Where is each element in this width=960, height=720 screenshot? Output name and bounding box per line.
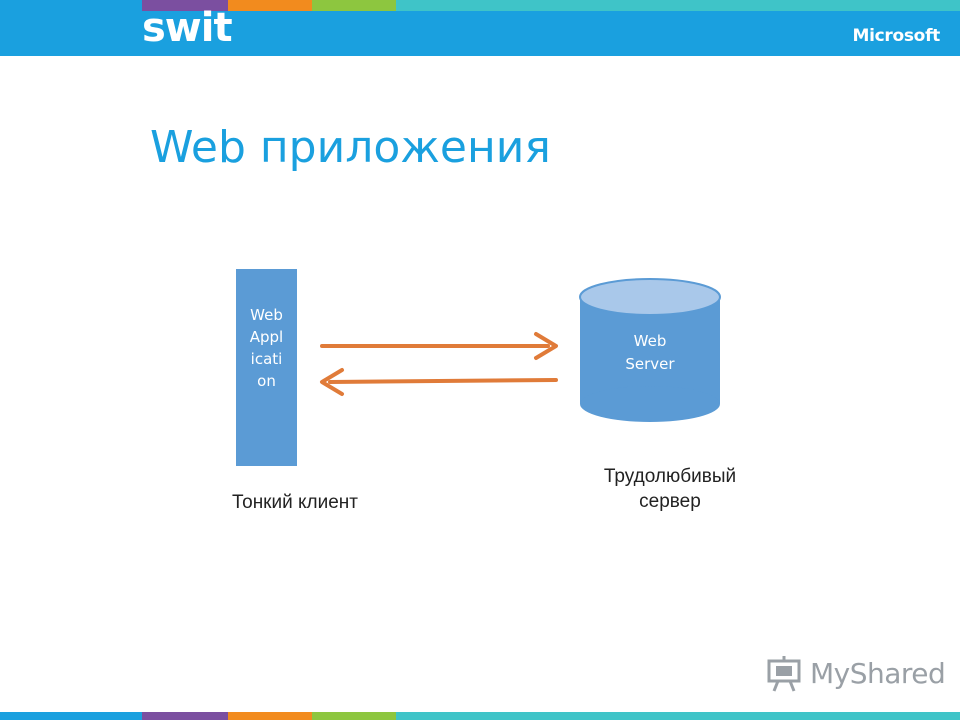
footer-stripe-purple [142, 712, 228, 720]
cylinder-top [579, 278, 721, 316]
web-server-label: Web Server [580, 330, 720, 376]
presentation-board-icon [767, 656, 801, 692]
header-stripe-purple [142, 0, 228, 11]
web-server-label-line2: Server [625, 355, 675, 373]
page-title: Web приложения [150, 122, 551, 173]
footer-stripe-blue [0, 712, 142, 720]
header-stripe-orange [228, 0, 312, 11]
server-caption-line2: сервер [639, 491, 701, 512]
myshared-watermark: MyShared [766, 652, 946, 696]
web-server-cylinder [579, 278, 721, 422]
microsoft-logo: Microsoft [852, 26, 940, 46]
cylinder-bottom [580, 386, 720, 422]
web-application-label: Web Appl icati on [249, 305, 284, 390]
response-arrow [320, 368, 558, 396]
web-application-box: Web Appl icati on [236, 269, 297, 466]
footer-stripe-green [312, 712, 396, 720]
watermark-text: MyShared [810, 657, 946, 690]
web-server-label-line1: Web [633, 332, 667, 350]
client-caption: Тонкий клиент [232, 492, 358, 513]
server-caption-line1: Трудолюбивый [603, 466, 737, 487]
server-caption: Трудолюбивый сервер [560, 464, 780, 514]
footer-stripe-teal [396, 712, 960, 720]
swit-logo: swit [142, 5, 233, 51]
header-stripe-teal [396, 0, 960, 11]
header-stripe-green [312, 0, 396, 11]
request-arrow [320, 332, 558, 360]
footer-stripe-orange [228, 712, 312, 720]
